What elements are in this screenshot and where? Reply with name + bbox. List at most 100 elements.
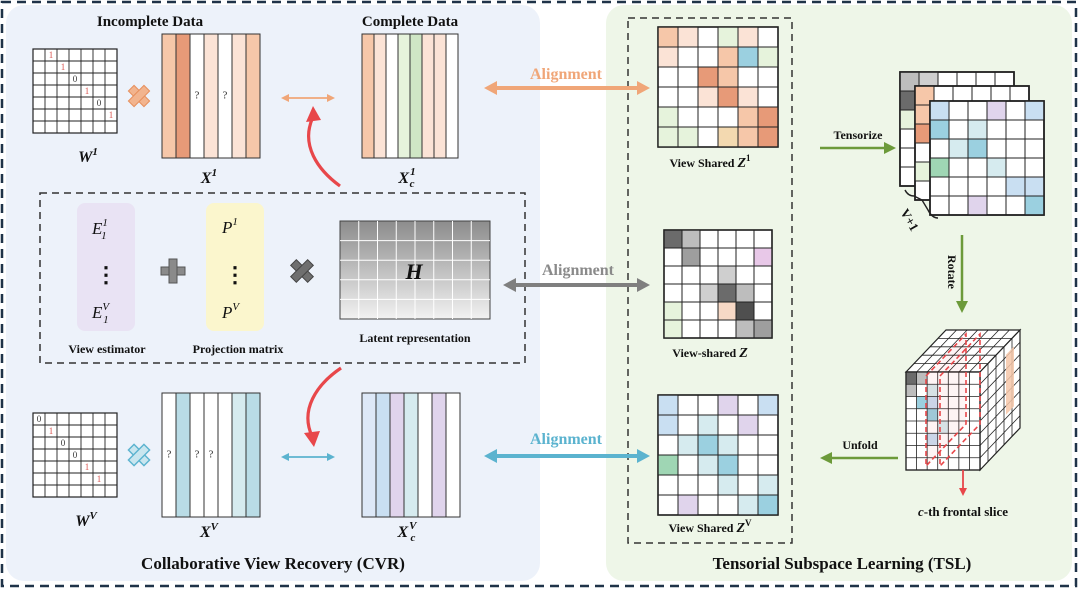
grid-cell [700, 284, 718, 302]
matrix-column [361, 33, 375, 159]
grid-cell [758, 495, 778, 515]
mask-cell-value: 0 [97, 98, 102, 108]
grid-cell [968, 120, 987, 139]
matrix-column [203, 33, 219, 159]
grid-cell [658, 27, 678, 47]
frontal-slice-highlight [925, 332, 967, 468]
grid-cell [1025, 196, 1044, 215]
grid-cell [987, 158, 1006, 177]
grid-cell [718, 302, 736, 320]
multiply-icon-gray [289, 258, 315, 284]
mask-cell-value: 1 [49, 50, 54, 60]
mask-grid-frame [32, 412, 118, 498]
grid-cell [758, 395, 778, 415]
alignment-arrow-orange [484, 81, 650, 95]
tensorize-arrow [820, 142, 896, 154]
grid-cell [718, 67, 738, 87]
matrix-column [397, 33, 411, 159]
matrix-column [245, 392, 261, 518]
mask-cell-value: 1 [109, 110, 114, 120]
grid-cell [658, 455, 678, 475]
grid-cell [718, 27, 738, 47]
grid-cell [738, 127, 758, 147]
unknown-mark: ? [195, 448, 200, 460]
grid-cell [664, 302, 682, 320]
unfold-arrow [820, 452, 898, 464]
grid-cell [968, 196, 987, 215]
grid-cell [1006, 177, 1025, 196]
view-estimator-box [77, 203, 135, 331]
grid-cell [698, 455, 718, 475]
grid-cell [736, 302, 754, 320]
matrix-column [361, 392, 377, 518]
tsl-title: Tensorial Subspace Learning (TSL) [713, 554, 972, 573]
red-arrow-down [304, 366, 342, 447]
matrix-column [431, 392, 447, 518]
matrix-column [421, 33, 435, 159]
matrix-column [389, 392, 405, 518]
view-shared-zv-label: View Shared ZV [668, 518, 752, 536]
grid-cell [698, 415, 718, 435]
matrix-column [403, 392, 419, 518]
incomplete-matrix-x1: ?? [161, 33, 261, 159]
unknown-mark: ? [223, 89, 228, 101]
matrix-column [433, 33, 447, 159]
mask-cell-value: 0 [37, 414, 42, 424]
grid-cell [754, 320, 772, 338]
unknown-mark: ? [209, 448, 214, 460]
grid-cell [736, 320, 754, 338]
grid-cell [718, 284, 736, 302]
latent-representation-label: Latent representation [359, 331, 471, 345]
latent-matrix-h [339, 220, 491, 320]
grid-cell [1025, 177, 1044, 196]
alignment-label-1: Alignment [530, 66, 603, 83]
matrix-column [373, 33, 387, 159]
matrix-column [231, 392, 247, 518]
mask-cell-value: 1 [85, 462, 90, 472]
latent-dashed-box [39, 192, 526, 364]
matrix-column [445, 33, 459, 159]
grid-cell [758, 47, 778, 67]
view-shared-z-label: View-shared Z [672, 346, 748, 361]
grid-cell [718, 47, 738, 67]
grid-cell [758, 475, 778, 495]
frontal-slice-label: c-th frontal slice [918, 504, 1008, 519]
projection-bottom: PV [221, 301, 240, 322]
grid-cell [738, 87, 758, 107]
unknown-mark: ? [167, 448, 172, 460]
complete-matrix-xcv [361, 392, 461, 518]
mask-cell-value: 0 [61, 438, 66, 448]
mask-cell-value: 1 [49, 426, 54, 436]
projection-matrix-label: Projection matrix [193, 342, 284, 356]
red-arrow-up [306, 106, 341, 188]
matrix-column [231, 33, 247, 159]
grid-cell [658, 127, 678, 147]
grid-cell [738, 47, 758, 67]
tensorize-label: Tensorize [834, 128, 884, 142]
grid-cell [718, 395, 738, 415]
grid-cell [658, 395, 678, 415]
mask-cell-value: 1 [61, 62, 66, 72]
mask-cell-value: 1 [85, 86, 90, 96]
matrix-column [217, 392, 233, 518]
grid-cell [678, 127, 698, 147]
grid-cell [698, 67, 718, 87]
grid-cell [682, 230, 700, 248]
view-shared-z-matrix [663, 229, 773, 339]
matrix-column [417, 392, 433, 518]
grid-cell [738, 415, 758, 435]
grid-cell [968, 139, 987, 158]
matrix-column [445, 392, 461, 518]
estimator-dots: ⋮ [95, 262, 117, 287]
incomplete-matrix-xv: ??? [161, 392, 261, 518]
x1-label: X1 [200, 167, 217, 187]
view-estimator-label: View estimator [68, 342, 146, 356]
matrix-column [385, 33, 399, 159]
grid-cell [718, 266, 736, 284]
